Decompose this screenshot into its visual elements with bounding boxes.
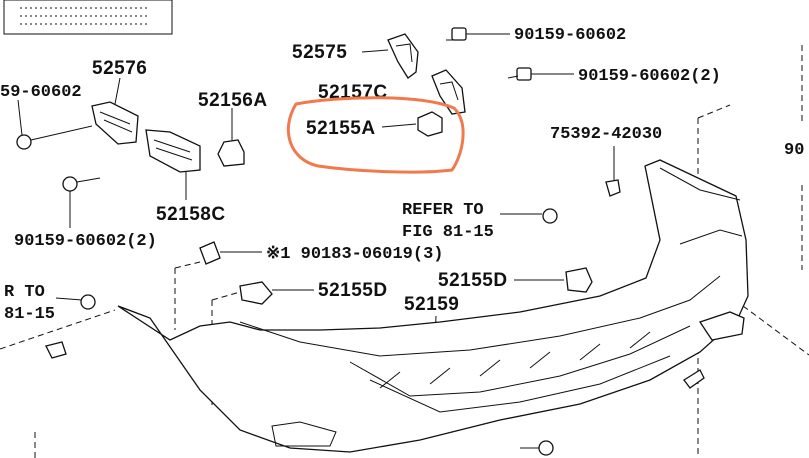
bracket-52156a: 52156A — [198, 90, 268, 167]
label-fig-81-15: FIG 81-15 — [402, 223, 494, 242]
label-52576: 52576 — [92, 58, 147, 79]
bumper-outline — [117, 159, 749, 453]
refer-to-fig-center: REFER TO FIG 81-15 — [402, 201, 558, 242]
label-52155a: 52155A — [306, 118, 376, 139]
label-52575: 52575 — [292, 42, 347, 63]
bolt-top2: 90159-60602(2) — [507, 67, 721, 86]
label-52155d-left: 52155D — [318, 280, 388, 301]
retainer-52576: 52576 — [91, 58, 147, 145]
label-52159: 52159 — [404, 294, 459, 315]
label-90159-60602-2-top: 90159-60602(2) — [578, 67, 721, 86]
label-52156a: 52156A — [198, 90, 268, 111]
label-refer-to: REFER TO — [402, 201, 484, 220]
label-r-to: R TO — [4, 283, 45, 302]
label-81-15: 81-15 — [4, 305, 55, 324]
edge-right-label: 90 — [784, 141, 804, 160]
screw-90183: ※1 90183-06019(3) — [199, 241, 443, 265]
bracket-52157c: 52157C — [318, 69, 466, 115]
bracket-52155d-left: 52155D — [239, 280, 388, 305]
refer-to-fig-left: R TO 81-15 — [4, 283, 96, 359]
label-52158c: 52158C — [156, 204, 226, 225]
highlight-ring — [286, 96, 465, 174]
label-75392-42030: 75392-42030 — [550, 125, 662, 144]
highlight-callout-52155a: 52155A — [286, 96, 465, 174]
bolt-left-top: 59-60602 — [0, 83, 93, 150]
label-90159-60602-2-left: 90159-60602(2) — [14, 232, 157, 251]
retainer-52158c: 52158C — [145, 129, 226, 225]
label-59-60602: 59-60602 — [0, 83, 82, 102]
label-90183-06019: ※1 90183-06019(3) — [266, 245, 443, 264]
clip-75392: 75392-42030 — [550, 125, 662, 197]
bumper-52159: 52159 — [117, 159, 749, 453]
bolt-left: 90159-60602(2) — [14, 176, 157, 251]
bracket-52155d-right: 52155D — [438, 267, 593, 293]
bolt-bottom — [520, 440, 554, 456]
inset-frame — [3, 0, 173, 35]
label-52155d-right: 52155D — [438, 270, 508, 291]
bracket-52575: 52575 — [292, 33, 419, 79]
label-90159-60602-top: 90159-60602 — [514, 26, 626, 45]
bolt-top: 90159-60602 — [446, 26, 626, 45]
label-edge-90: 90 — [784, 141, 804, 160]
